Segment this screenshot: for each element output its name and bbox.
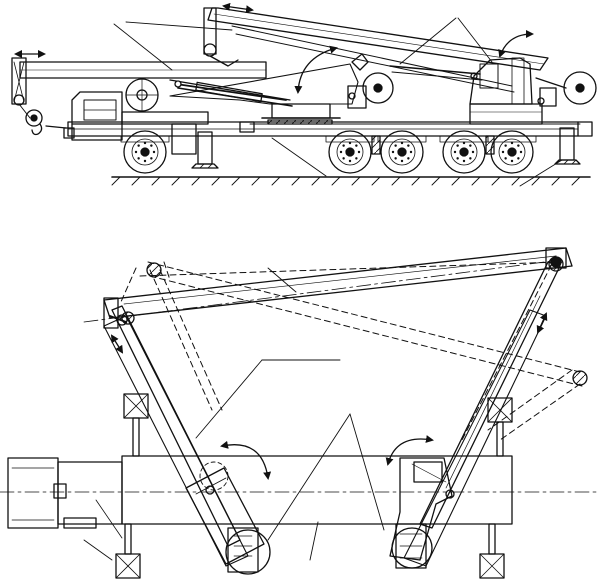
slewing-arrow-right xyxy=(385,435,434,466)
outrigger-pads-plan xyxy=(115,393,513,579)
plan-turntable-right xyxy=(389,457,455,569)
boom-head-sheaves xyxy=(121,256,588,386)
motion-arrows-plan xyxy=(110,312,548,480)
raised-boom-superstructure xyxy=(469,57,597,125)
ground-line xyxy=(111,176,591,186)
callout-leader-lines-plan xyxy=(83,267,385,561)
callout-leader-lines-side xyxy=(113,17,563,187)
raised-telescopic-boom xyxy=(203,7,549,93)
crane-hook-icon xyxy=(18,103,67,136)
plan-boom-top xyxy=(103,247,573,319)
outrigger-jacks-side xyxy=(191,127,581,169)
wheel-icon xyxy=(120,130,170,174)
outrigger-pad-icon xyxy=(487,397,513,457)
outrigger-pad-icon xyxy=(479,523,505,579)
wheel-icon xyxy=(487,130,537,174)
suspension-spring xyxy=(371,135,381,155)
telescope-extend-arrow-top xyxy=(222,2,254,14)
driver-cab xyxy=(63,91,123,141)
boom-base-rollers xyxy=(125,78,159,112)
luffing-arrow-raised xyxy=(498,30,534,58)
telescope-arrow-left-boom xyxy=(110,334,124,354)
plan-turntable-left xyxy=(185,461,271,575)
stowed-telescopic-boom xyxy=(11,57,293,107)
suspension-spring xyxy=(485,135,495,155)
outrigger-pad-icon xyxy=(123,393,149,457)
plan-driver-cab xyxy=(7,457,123,529)
slewing-arrow-left xyxy=(220,440,272,480)
plan-chassis-outline xyxy=(0,455,601,525)
luffing-arrow-stowed xyxy=(294,45,338,94)
boom-lift-cylinder-stowed xyxy=(174,80,287,101)
crane-plan-view xyxy=(0,247,601,579)
outrigger-pad-icon xyxy=(115,523,141,579)
turntable xyxy=(261,103,341,125)
telescope-arrow-right-boom xyxy=(536,312,548,334)
wheel-icon xyxy=(377,130,427,174)
wheel-icon xyxy=(325,130,375,174)
chassis-wheels xyxy=(120,130,537,174)
boom-alternate-positions-dashed xyxy=(119,255,583,441)
motion-arrows-side xyxy=(14,2,534,94)
crane-side-elevation xyxy=(11,2,597,187)
wheel-icon xyxy=(439,130,489,174)
